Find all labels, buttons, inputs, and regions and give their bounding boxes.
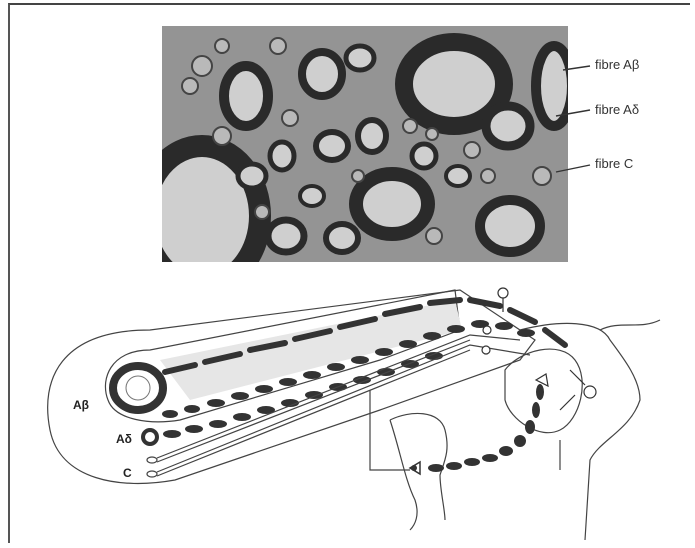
diagram-label-a-beta: Aβ [73,398,89,412]
diagram-label-a-delta: Aδ [116,432,132,446]
diagram-label-c: C [123,466,132,480]
